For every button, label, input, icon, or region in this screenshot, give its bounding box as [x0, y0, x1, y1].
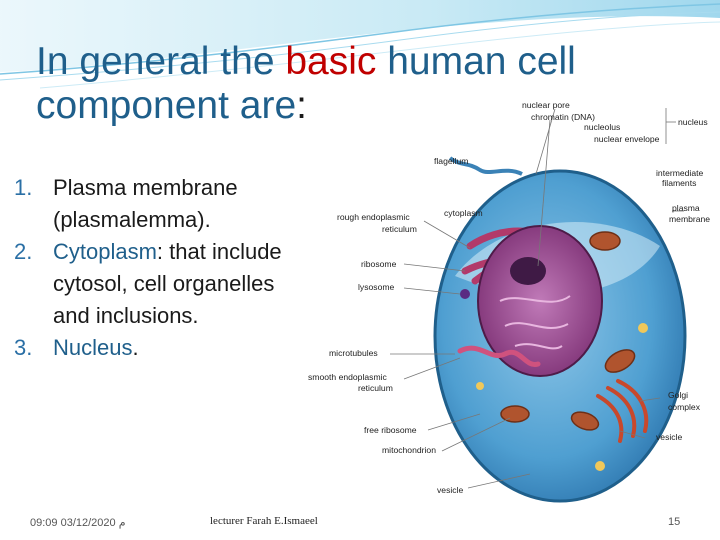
component-list: 1. Plasma membrane (plasmalemma). 2. Cyt… [14, 172, 314, 364]
slide-title: In general the basic human cell componen… [36, 40, 576, 127]
vesicle-shape [638, 323, 648, 333]
svg-text:filaments: filaments [662, 178, 696, 188]
label-lysosome: lysosome [358, 282, 395, 292]
label-rough-er: rough endoplasmic [337, 212, 410, 222]
svg-text:complex: complex [668, 402, 701, 412]
list-number: 3. [14, 335, 33, 360]
title-highlight: basic [285, 40, 377, 83]
label-smooth-er: smooth endoplasmic [308, 372, 388, 382]
list-item: 1. Plasma membrane (plasmalemma). [14, 172, 314, 236]
label-nuclear-envelope: nuclear envelope [594, 134, 660, 144]
vesicle-shape [595, 461, 605, 471]
header-wave-decoration [0, 0, 720, 89]
label-free-ribosome: free ribosome [364, 425, 417, 435]
label-cytoplasm: cytoplasm [444, 208, 483, 218]
footer-lecturer: lecturer Farah E.Ismaeel [210, 515, 318, 527]
vesicle-shape [476, 382, 484, 390]
diagram-labels: nuclear pore chromatin (DNA) nucleolus n… [308, 100, 710, 495]
label-vesicle-right: vesicle [656, 432, 682, 442]
lysosome-shape [460, 289, 470, 299]
smooth-er-shape [457, 345, 541, 367]
label-microtubules: microtubules [329, 348, 378, 358]
mitochondrion-shape [570, 411, 600, 431]
label-nucleus: nucleus [678, 117, 708, 127]
flagellum-shape [448, 156, 523, 176]
svg-text:membrane: membrane [669, 214, 710, 224]
page-number: 15 [668, 516, 681, 528]
nucleolus-shape [510, 257, 546, 285]
list-item: 3. Nucleus. [14, 332, 314, 364]
golgi-shape [596, 379, 649, 443]
footer-date: 09:09 03/12/2020 م [30, 517, 126, 529]
list-number: 1. [14, 175, 33, 200]
animal-cell-diagram: nuclear pore chromatin (DNA) nucleolus n… [308, 100, 710, 503]
label-nucleolus: nucleolus [584, 122, 620, 132]
label-chromatin: chromatin (DNA) [531, 112, 595, 122]
label-golgi-complex: Golgi [668, 390, 688, 400]
mitochondrion-shape [604, 349, 636, 373]
label-vesicle-bottom: vesicle [437, 485, 463, 495]
label-mitochondrion: mitochondrion [382, 445, 436, 455]
label-ribosome: ribosome [361, 259, 397, 269]
chromatin-shape [499, 295, 571, 350]
label-plasma-membrane: plasma [672, 203, 700, 213]
label-nuclear-pore: nuclear pore [522, 100, 570, 110]
list-item: 2. Cytoplasm: that include cytosol, cell… [14, 236, 314, 332]
label-flagellum: flagellum [434, 156, 468, 166]
label-intermediate-filaments: intermediate [656, 168, 704, 178]
mitochondrion-shape [500, 405, 530, 423]
mitochondrion-shape [589, 231, 621, 251]
svg-text:reticulum: reticulum [358, 383, 393, 393]
svg-text:reticulum: reticulum [382, 224, 417, 234]
list-number: 2. [14, 239, 33, 264]
